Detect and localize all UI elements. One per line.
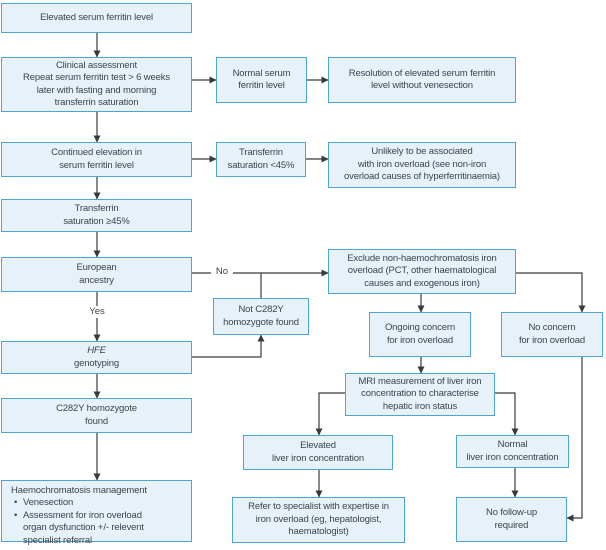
node-mri-measurement: MRI measurement of liver iron concentrat…: [345, 373, 495, 416]
node-label: Transferrin saturation <45%: [227, 147, 295, 171]
node-not-c282y-homozygote: Not C282Y homozygote found: [213, 298, 309, 335]
node-elevated-liver-iron: Elevated liver iron concentration: [243, 435, 393, 470]
node-transferrin-saturation-ge45: Transferrin saturation ≥45%: [1, 199, 192, 232]
edge-label-yes: Yes: [84, 306, 110, 318]
node-no-concern: No concern for iron overload: [501, 312, 603, 357]
node-label: Transferrin saturation ≥45%: [63, 203, 130, 227]
node-label: No follow-up required: [485, 507, 537, 531]
arrow-hfe-to-not-c282y: [192, 334, 265, 358]
node-ongoing-concern: Ongoing concern for iron overload: [369, 312, 471, 357]
arrow-mri-to-normal-liver: [495, 392, 519, 436]
arrow-no-concern-to-no-followup: [566, 357, 583, 522]
node-label: Unlikely to be associated with iron over…: [344, 146, 500, 183]
bullet-venesection: Venesection: [11, 497, 73, 510]
node-label: Normal serum ferritin level: [232, 67, 291, 91]
node-unlikely-iron-overload: Unlikely to be associated with iron over…: [328, 142, 516, 188]
node-label: Continued elevation in serum ferritin le…: [51, 147, 142, 171]
node-label: Resolution of elevated serum ferritin le…: [348, 67, 496, 91]
node-label: Clinical assessment Repeat serum ferriti…: [23, 59, 170, 108]
node-refer-specialist: Refer to specialist with expertise in ir…: [232, 497, 405, 543]
edge-label-no: No: [210, 266, 234, 278]
node-no-followup-required: No follow-up required: [456, 497, 567, 542]
node-label: Elevated liver iron concentration: [272, 440, 364, 464]
node-label: Not C282Y homozygote found: [223, 304, 299, 328]
node-label: Ongoing concern for iron overload: [384, 322, 456, 346]
node-label: No concern for iron overload: [518, 322, 586, 346]
node-label: European ancestry: [76, 262, 117, 286]
node-label: C282Y homozygote found: [56, 403, 137, 427]
node-clinical-assessment: Clinical assessment Repeat serum ferriti…: [1, 57, 192, 112]
node-label-title: Haemochromatosis management: [11, 485, 147, 496]
node-label: Normal liver iron concentration: [466, 439, 559, 463]
node-label-gene: HFE: [87, 345, 106, 357]
arrow-mri-to-elevated-liver: [315, 392, 345, 436]
node-label: Elevated serum ferritin level: [40, 11, 153, 23]
node-c282y-homozygote-found: C282Y homozygote found: [1, 398, 192, 433]
node-label: Refer to specialist with expertise in ir…: [248, 501, 389, 538]
node-continued-elevation: Continued elevation in serum ferritin le…: [1, 142, 192, 177]
node-normal-liver-iron: Normal liver iron concentration: [456, 435, 569, 468]
node-label: Exclude non-haemochromatosis iron overlo…: [347, 252, 497, 289]
node-label: MRI measurement of liver iron concentrat…: [358, 375, 482, 412]
bullet-assessment: Assessment for iron overload organ dysfu…: [11, 510, 144, 547]
node-normal-serum-ferritin: Normal serum ferritin level: [216, 57, 307, 103]
node-resolution-without-venesection: Resolution of elevated serum ferritin le…: [328, 57, 516, 103]
node-haemochromatosis-management: Haemochromatosis management Venesection …: [1, 480, 192, 546]
node-hfe-genotyping: HFE genotyping: [1, 341, 192, 374]
node-label: genotyping: [74, 357, 119, 369]
node-transferrin-saturation-lt45: Transferrin saturation <45%: [216, 142, 306, 177]
arrow-exclude-to-no-concern: [516, 272, 586, 313]
node-elevated-serum-ferritin: Elevated serum ferritin level: [1, 3, 192, 33]
node-european-ancestry: European ancestry: [1, 257, 192, 292]
node-exclude-non-haemochromatosis: Exclude non-haemochromatosis iron overlo…: [328, 249, 516, 294]
